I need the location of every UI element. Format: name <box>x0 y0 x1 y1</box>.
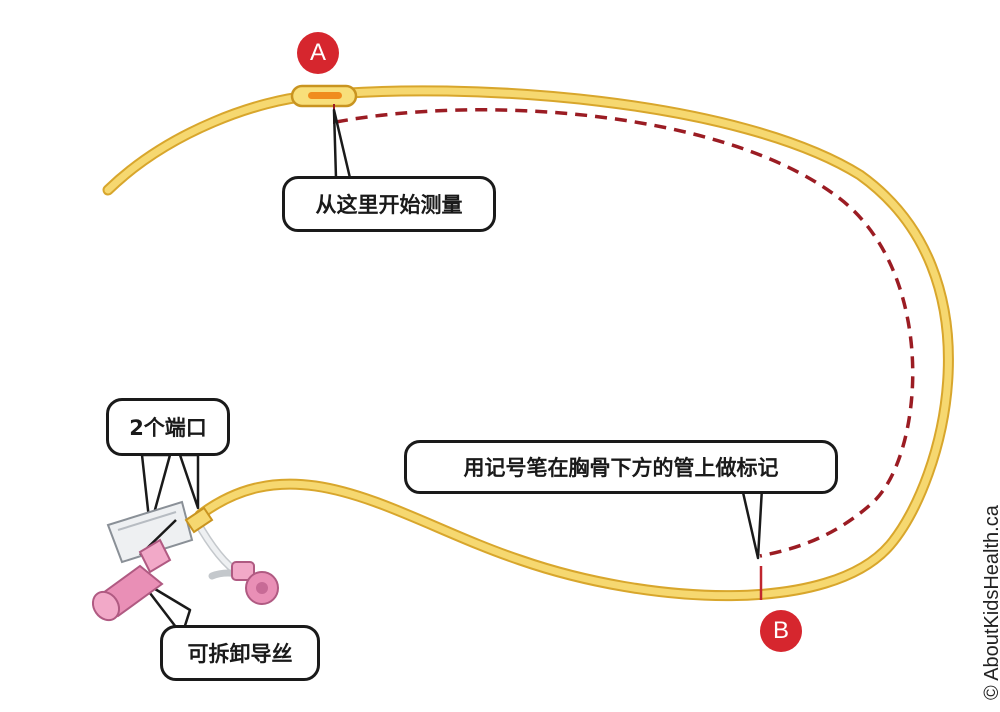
marker-a: A <box>297 32 339 74</box>
two-ports-label: 2个端口 <box>129 416 207 440</box>
catheter-start-marker <box>290 84 358 108</box>
two-ports-callout: 2个端口 <box>106 398 230 456</box>
copyright-text: © AboutKidsHealth.ca <box>981 505 1000 700</box>
mark-tube-label: 用记号笔在胸骨下方的管上做标记 <box>463 456 779 480</box>
measurement-dashed-line <box>335 108 915 558</box>
catheter-hub-assembly <box>91 500 279 622</box>
measure-start-label: 从这里开始测量 <box>315 193 463 217</box>
marker-b-label: B <box>772 617 789 644</box>
removable-guidewire-label: 可拆卸导丝 <box>187 642 293 666</box>
catheter-tube <box>102 85 954 602</box>
marker-a-label: A <box>309 39 326 66</box>
mark-tube-callout: 用记号笔在胸骨下方的管上做标记 <box>404 440 838 494</box>
marker-b: B <box>760 610 802 652</box>
measure-start-callout: 从这里开始测量 <box>282 176 496 232</box>
callout-pointers <box>138 108 764 637</box>
removable-guidewire-callout: 可拆卸导丝 <box>160 625 320 681</box>
